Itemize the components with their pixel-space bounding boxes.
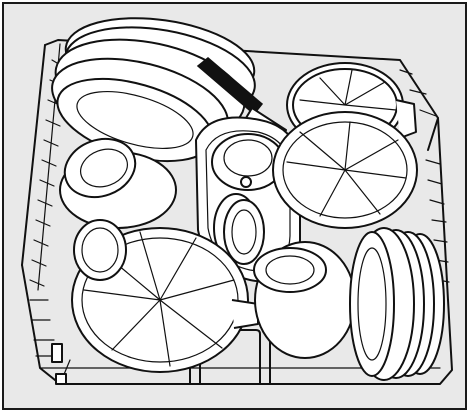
bowl-left — [59, 137, 177, 229]
stacked-plates-back — [51, 17, 256, 163]
small-plates-center — [213, 193, 265, 265]
basket-frame — [21, 39, 453, 385]
small-pan-left — [73, 219, 127, 281]
large-plate-right — [272, 111, 418, 229]
bowl-front-center — [253, 241, 356, 359]
basket-feet — [51, 343, 67, 385]
ramekin-center — [211, 133, 285, 191]
upright-plates-right — [349, 227, 445, 381]
